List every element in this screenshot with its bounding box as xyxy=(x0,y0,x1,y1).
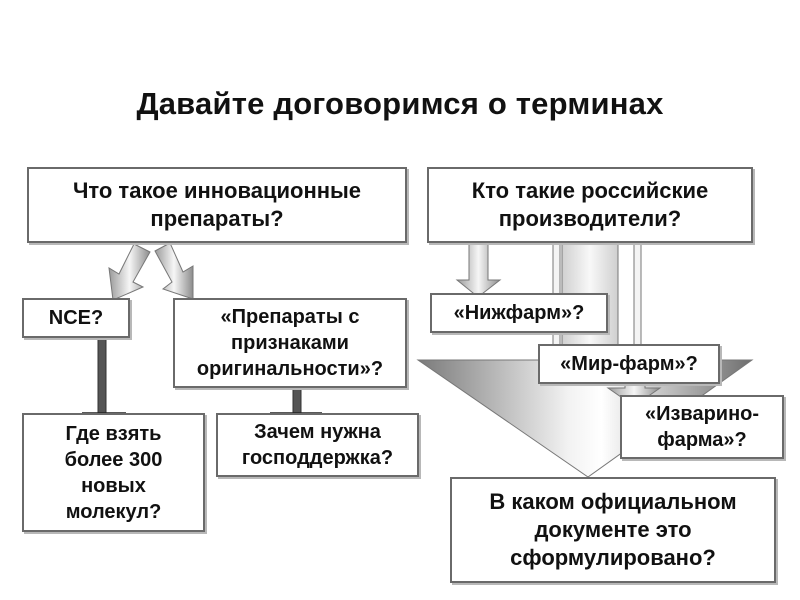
arrow-down-nizhpharm xyxy=(455,241,502,298)
molecules-question: Где взять более 300 новых молекул? xyxy=(64,422,163,523)
nce-label: NCE? xyxy=(48,307,104,329)
originality-label: «Препараты с признаками оригинальности»? xyxy=(196,306,384,380)
izvarino-label: «Изварино-фарма»? xyxy=(644,403,760,451)
official-document-question: В каком официальном документе это сформу… xyxy=(489,489,737,570)
mirpharm-box: «Мир-фарм»? xyxy=(538,344,720,384)
stem-nce xyxy=(97,337,107,415)
nizhpharm-box: «Нижфарм»? xyxy=(430,293,608,333)
izvarino-box: «Изварино-фарма»? xyxy=(620,395,784,459)
nce-box: NCE? xyxy=(22,298,130,338)
originality-box: «Препараты с признаками оригинальности»? xyxy=(173,298,407,388)
russian-producers-question: Кто такие российские производители? xyxy=(471,178,709,231)
stem-originality xyxy=(292,387,302,415)
mirpharm-label: «Мир-фарм»? xyxy=(560,353,698,375)
arrow-down-left xyxy=(108,243,151,301)
innovative-drugs-question-box: Что такое инновационные препараты? xyxy=(27,167,407,243)
russian-producers-question-box: Кто такие российские производители? xyxy=(427,167,753,243)
nizhpharm-label: «Нижфарм»? xyxy=(453,302,585,324)
molecules-box: Где взять более 300 новых молекул? xyxy=(22,413,205,532)
state-support-question: Зачем нужна господдержка? xyxy=(241,421,394,469)
state-support-box: Зачем нужна господдержка? xyxy=(216,413,419,477)
page-title: Давайте договоримся о терминах xyxy=(136,86,664,121)
arrow-down-right xyxy=(154,242,194,300)
official-document-box: В каком официальном документе это сформу… xyxy=(450,477,776,583)
innovative-drugs-question: Что такое инновационные препараты? xyxy=(72,178,362,231)
